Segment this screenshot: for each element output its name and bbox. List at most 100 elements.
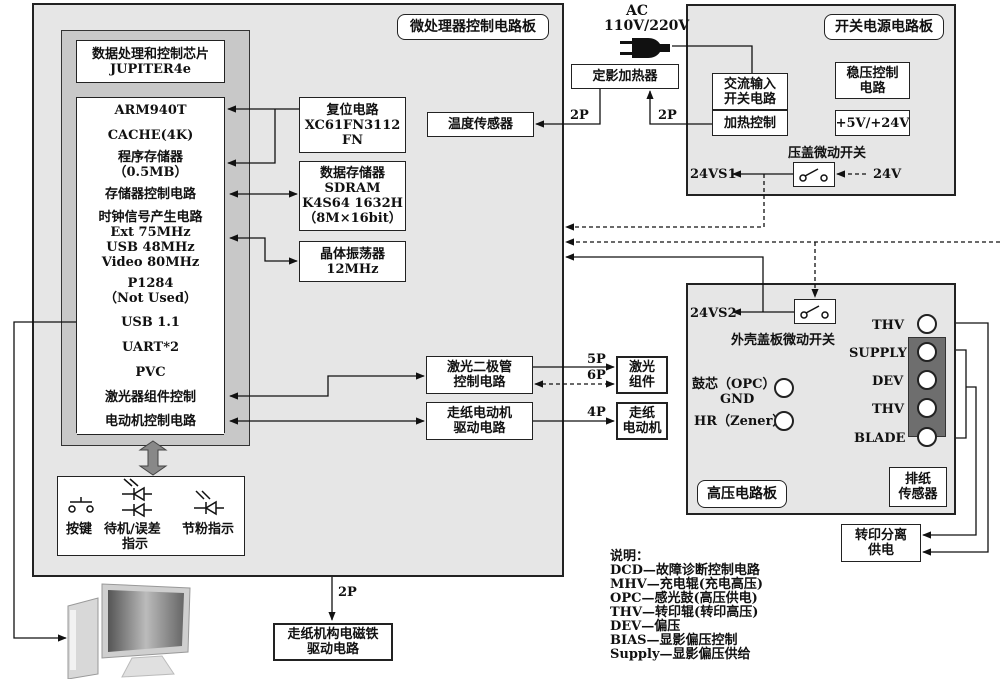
box-text: 传感器 bbox=[898, 487, 938, 502]
chip-cell-p1284: P1284（Not Used） bbox=[77, 272, 224, 311]
standby-label-line2: 指示 bbox=[122, 537, 149, 552]
solenoid-driver-box: 走纸机构电磁铁 驱动电路 bbox=[273, 623, 393, 661]
connector-solenoid-2p: 2P bbox=[338, 585, 357, 600]
box-text: +5V/+24V bbox=[835, 115, 910, 131]
cell-text: 时钟信号产生电路 bbox=[98, 209, 203, 225]
legend-item: Supply—显影偏压供给 bbox=[610, 647, 751, 662]
legend-item: BIAS—显影偏压控制 bbox=[610, 633, 738, 648]
box-text: 走纸电动机 bbox=[446, 406, 512, 421]
paper-motor-box: 走纸 电动机 bbox=[616, 402, 668, 440]
legend-item: OPC—感光鼓(高压供电) bbox=[610, 591, 758, 606]
box-text: 驱动电路 bbox=[306, 642, 359, 657]
cell-text: （Not Used） bbox=[103, 291, 198, 306]
opc-terminal bbox=[774, 378, 794, 398]
connector-laser-6p: 6P bbox=[587, 368, 606, 383]
legend-item: THV—转印辊(转印高压) bbox=[610, 605, 759, 620]
cell-text: CACHE(4K) bbox=[107, 127, 194, 143]
standby-label-line1: 待机/误差 bbox=[104, 522, 161, 537]
box-text: 电动机 bbox=[622, 421, 662, 436]
terminal-thv-top bbox=[917, 314, 937, 334]
ac-label: AC bbox=[626, 3, 649, 19]
connector-heat-2p: 2P bbox=[658, 108, 677, 123]
box-text: K4S64 1632H bbox=[302, 196, 403, 211]
button-switch-icon bbox=[68, 497, 94, 513]
box-text: 定影加热器 bbox=[592, 69, 658, 84]
label-24vs1: 24VS1 bbox=[690, 167, 737, 182]
cell-text: PVC bbox=[135, 365, 166, 380]
microprocessor-board-title: 微处理器控制电路板 bbox=[397, 14, 549, 40]
box-text: 控制电路 bbox=[453, 375, 506, 390]
chip-module-stack: ARM940T CACHE(4K) 程序存储器（0.5MB） 存储器控制电路 时… bbox=[76, 97, 225, 435]
chip-cell-memory-controller: 存储器控制电路 bbox=[77, 182, 224, 208]
box-text: 驱动电路 bbox=[453, 421, 506, 436]
label-24vs2: 24VS2 bbox=[690, 306, 737, 321]
standby-led-icon bbox=[122, 478, 152, 518]
laser-driver-box: 激光二极管 控制电路 bbox=[426, 356, 533, 394]
chip-cell-motor-control: 电动机控制电路 bbox=[77, 409, 224, 435]
toner-save-led-icon bbox=[194, 490, 224, 516]
box-text: 开关电路 bbox=[723, 91, 776, 107]
board-title-text: 开关电源电路板 bbox=[835, 18, 933, 35]
toner-save-label: 节粉指示 bbox=[182, 522, 235, 537]
chip-cell-pvc: PVC bbox=[77, 360, 224, 386]
legend: 说明： DCD—故障诊断控制电路 MHV—充电辊(充电高压) OPC—感光鼓(高… bbox=[610, 550, 763, 662]
ac-voltage-label: 110V/220V bbox=[604, 18, 690, 34]
board-title-text: 微处理器控制电路板 bbox=[410, 18, 536, 35]
box-text: 交流输入 bbox=[723, 76, 776, 92]
connector-motor-4p: 4P bbox=[587, 405, 606, 420]
cover-switch-label: 外壳盖板微动开关 bbox=[731, 333, 836, 348]
paper-motor-driver-box: 走纸电动机 驱动电路 bbox=[426, 402, 533, 440]
heat-control-box: 加热控制 bbox=[712, 110, 788, 136]
temperature-sensor-box: 温度传感器 bbox=[427, 112, 534, 137]
legend-title: 说明： bbox=[610, 549, 650, 564]
hr-label: HR（Zener） bbox=[694, 414, 786, 429]
connector-temp-2p: 2P bbox=[570, 108, 589, 123]
lid-microswitch bbox=[793, 162, 835, 187]
terminal-label-dev: DEV bbox=[872, 374, 904, 389]
box-text: FN bbox=[341, 132, 364, 148]
box-text: 电路 bbox=[859, 80, 886, 96]
cell-text: 电动机控制电路 bbox=[104, 414, 196, 429]
box-text: 复位电路 bbox=[326, 102, 379, 118]
box-text: （8M×16bit） bbox=[303, 211, 402, 226]
chip-cell-uart: UART*2 bbox=[77, 335, 224, 361]
chip-cell-cache: CACHE(4K) bbox=[77, 123, 224, 148]
terminal-blade bbox=[917, 427, 937, 447]
lid-switch-icon bbox=[799, 168, 828, 182]
board-title-text: 高压电路板 bbox=[707, 485, 777, 502]
box-text: 供电 bbox=[867, 543, 894, 558]
sdram-box: 数据存储器 SDRAM K4S64 1632H （8M×16bit） bbox=[299, 161, 406, 231]
legend-item: MHV—充电辊(充电高压) bbox=[610, 577, 764, 592]
chip-title-line1: 数据处理和控制芯片 bbox=[91, 46, 209, 62]
computer-icon bbox=[67, 583, 191, 679]
box-text: 组件 bbox=[628, 375, 655, 390]
terminal-label-thv: THV bbox=[872, 402, 905, 417]
cell-text: Video 80MHz bbox=[101, 254, 200, 270]
box-text: 激光二极管 bbox=[446, 360, 512, 375]
box-text: 晶体振荡器 bbox=[319, 246, 385, 262]
chip-cell-usb: USB 1.1 bbox=[77, 310, 224, 336]
label-24v-input: 24V bbox=[873, 167, 902, 182]
chip-cell-laser-control: 激光器组件控制 bbox=[77, 385, 224, 410]
box-text: 数据存储器 bbox=[319, 166, 385, 181]
wire-supply-blade bbox=[956, 349, 967, 439]
cover-switch-icon bbox=[800, 305, 829, 319]
hv-board-title: 高压电路板 bbox=[697, 480, 787, 508]
cell-text: （0.5MB） bbox=[113, 164, 188, 180]
paper-exit-sensor-box: 排纸 传感器 bbox=[889, 467, 947, 507]
box-text: 走纸 bbox=[628, 406, 655, 421]
cell-text: ARM940T bbox=[114, 103, 187, 118]
chip-panel-bus-arrow bbox=[138, 440, 168, 476]
opc-label-line1: 鼓芯（OPC） bbox=[692, 377, 776, 392]
transfer-separation-box: 转印分离 供电 bbox=[841, 524, 921, 562]
box-text: 温度传感器 bbox=[447, 117, 513, 132]
box-text: 加热控制 bbox=[723, 115, 776, 131]
control-panel bbox=[57, 476, 245, 556]
chip-cell-program-memory: 程序存储器（0.5MB） bbox=[77, 147, 224, 183]
psu-board-title: 开关电源电路板 bbox=[824, 14, 944, 40]
cell-text: UART*2 bbox=[121, 340, 180, 355]
cell-text: P1284 bbox=[127, 276, 174, 291]
cell-text: USB 48MHz bbox=[106, 239, 195, 255]
box-text: XC61FN3112 bbox=[304, 117, 401, 133]
